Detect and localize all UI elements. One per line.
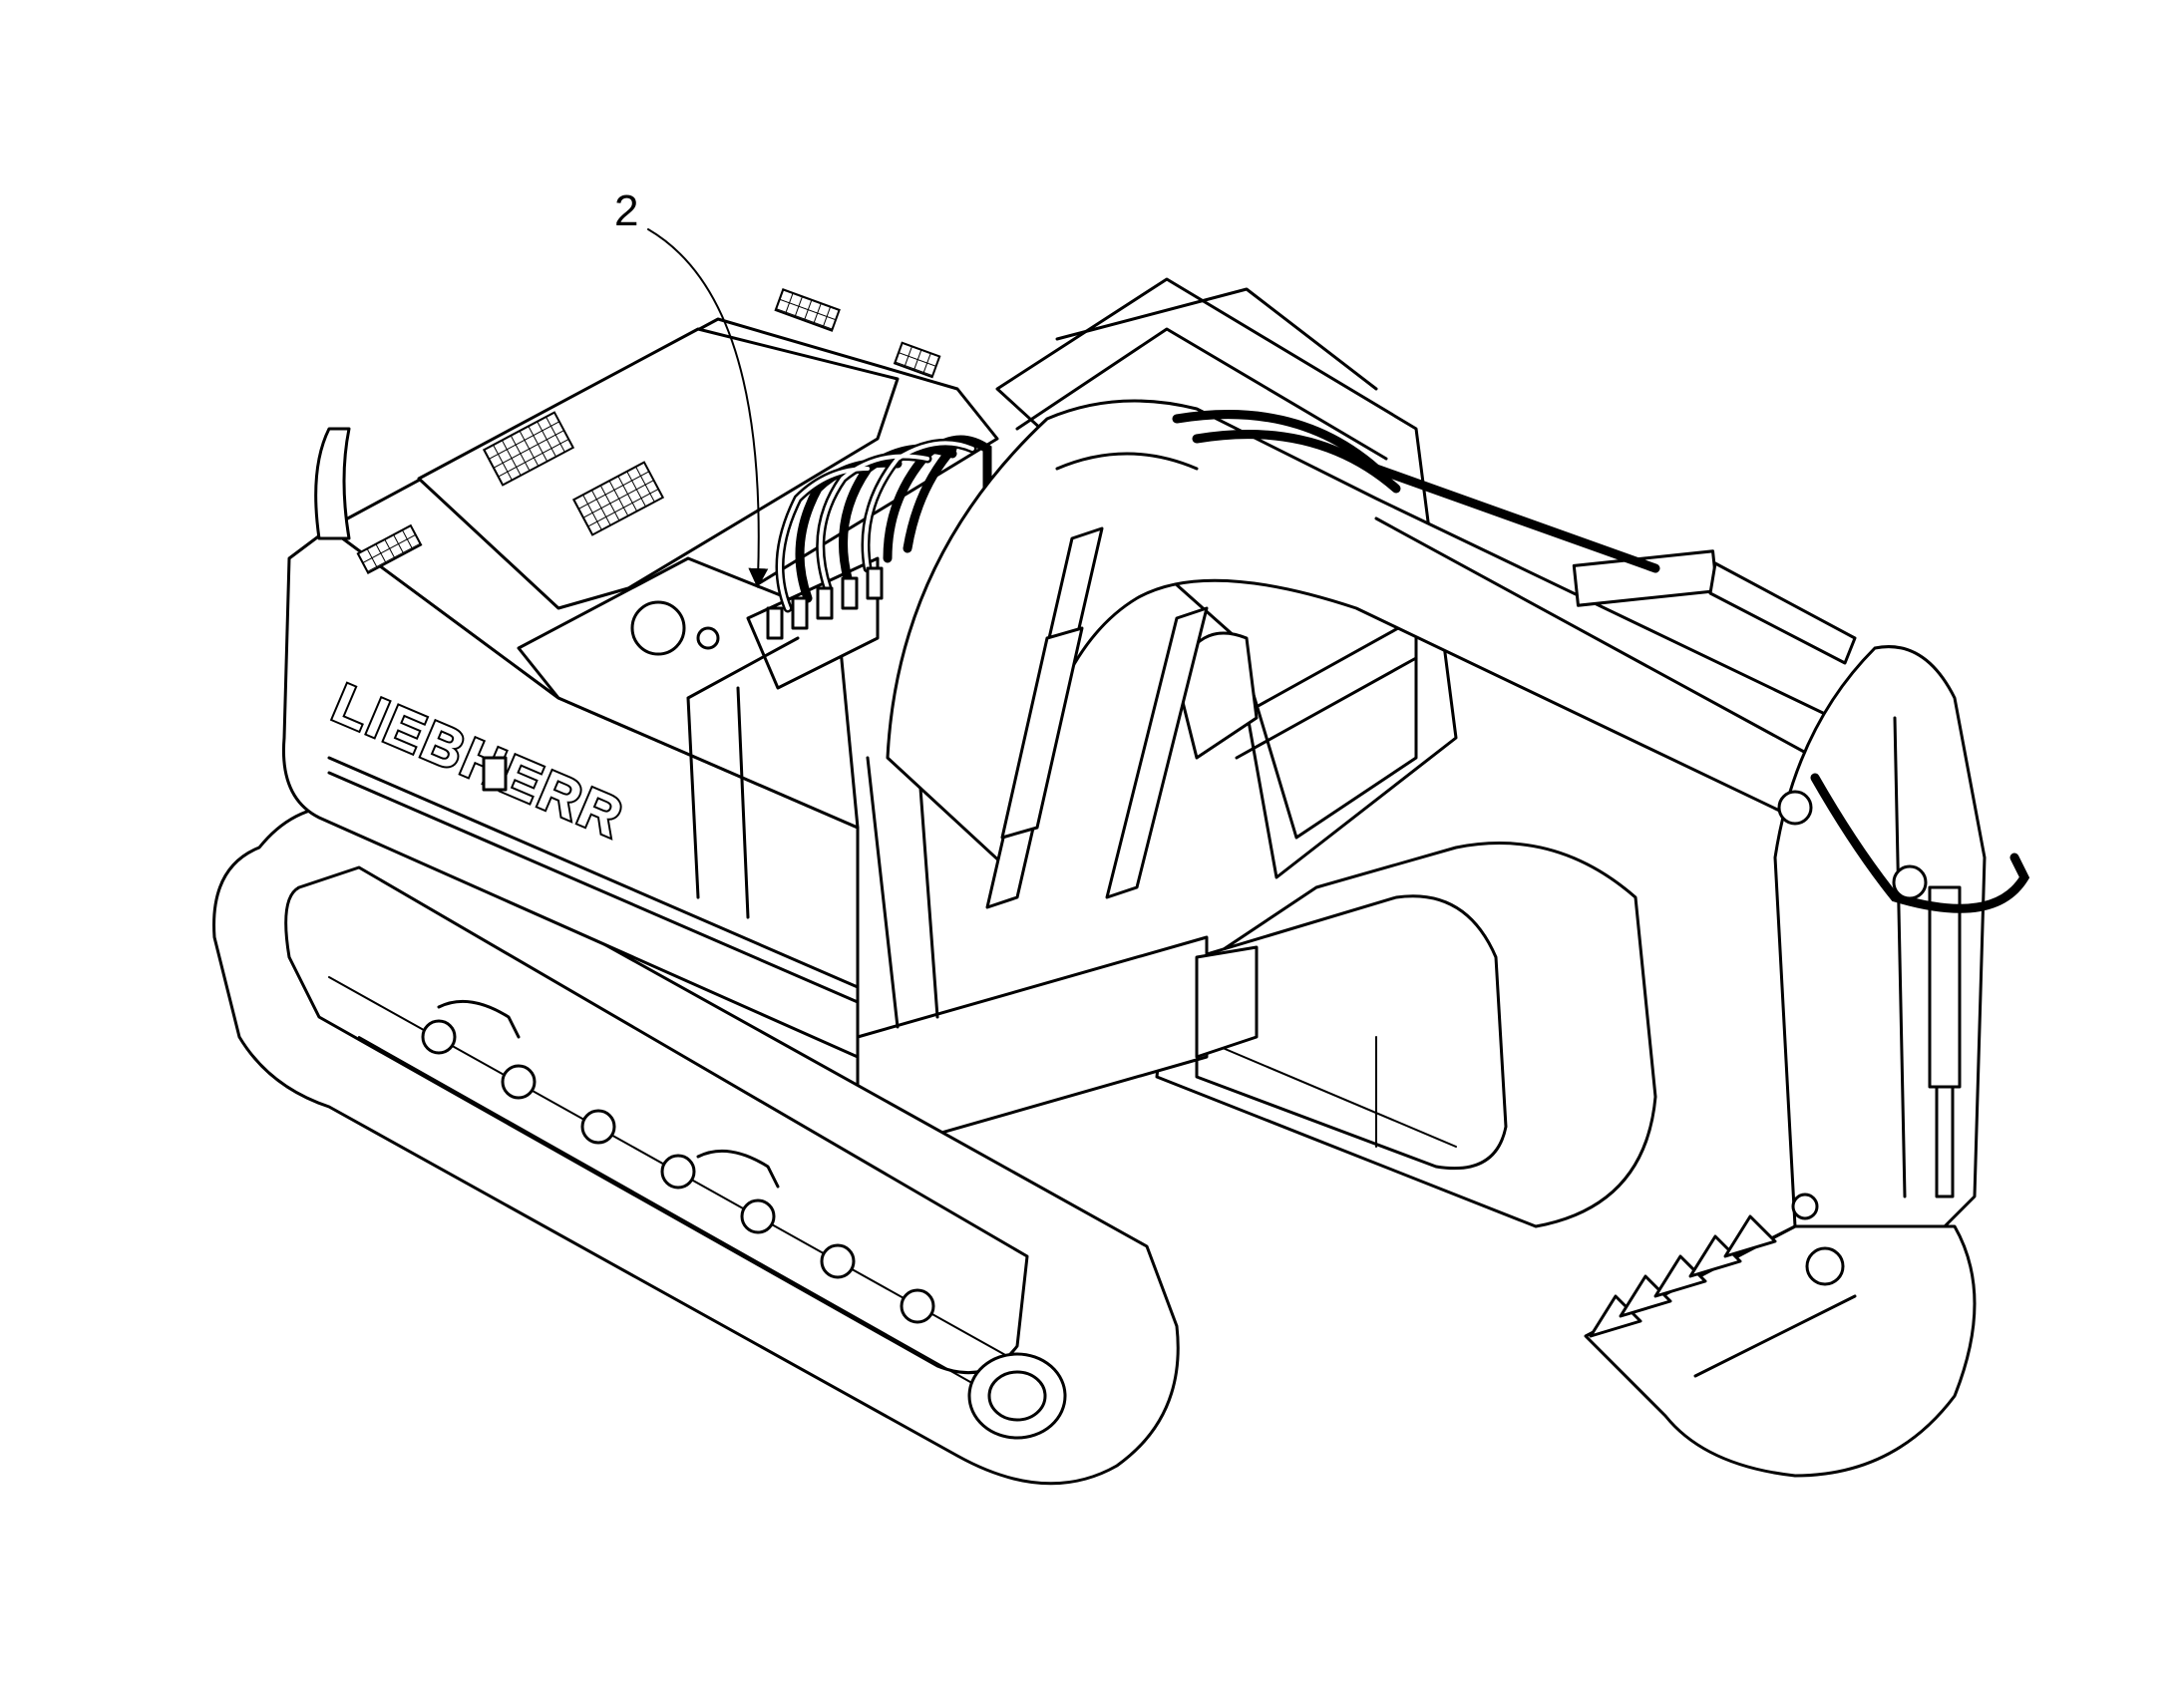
track-rollers xyxy=(421,1019,935,1324)
idler-wheel xyxy=(967,1352,1067,1440)
hydraulic-hose-bundle xyxy=(775,435,992,613)
control-valve-block xyxy=(686,435,992,1029)
boom-cylinder xyxy=(985,526,1104,909)
upper-structure: LIEBHERR xyxy=(281,288,999,1059)
pivot-pin-icon xyxy=(1777,790,1813,826)
hood-grille xyxy=(774,288,841,332)
pivot-pin-icon xyxy=(1892,864,1928,900)
linkage-pin-icon xyxy=(1791,1193,1819,1220)
bucket xyxy=(1584,1193,1977,1478)
boom xyxy=(886,399,1897,909)
bucket-teeth xyxy=(1589,1214,1777,1338)
hood-grille xyxy=(482,411,575,487)
stick-cylinder xyxy=(1572,549,1857,665)
hood-grille xyxy=(893,341,941,379)
callout-label: 2 xyxy=(614,186,638,235)
filler-cap-icon xyxy=(696,626,720,650)
right-crawler-track xyxy=(1155,842,1657,1228)
bucket-cylinder xyxy=(1928,885,1962,1198)
side-grille xyxy=(356,523,423,575)
fuel-cap-icon xyxy=(630,600,686,656)
track-handle xyxy=(696,1149,780,1189)
service-door-icon xyxy=(482,756,508,792)
track-handle xyxy=(437,999,521,1039)
exhaust-stack-icon xyxy=(314,427,351,540)
callout-leader-line xyxy=(647,228,769,588)
stick-arm xyxy=(1773,645,2030,1228)
hood-grille xyxy=(571,461,665,536)
callout-2: 2 xyxy=(614,186,769,588)
bucket-pin-icon xyxy=(1805,1246,1845,1286)
boom-cylinder xyxy=(1105,606,1209,899)
valve-fittings xyxy=(766,566,884,640)
